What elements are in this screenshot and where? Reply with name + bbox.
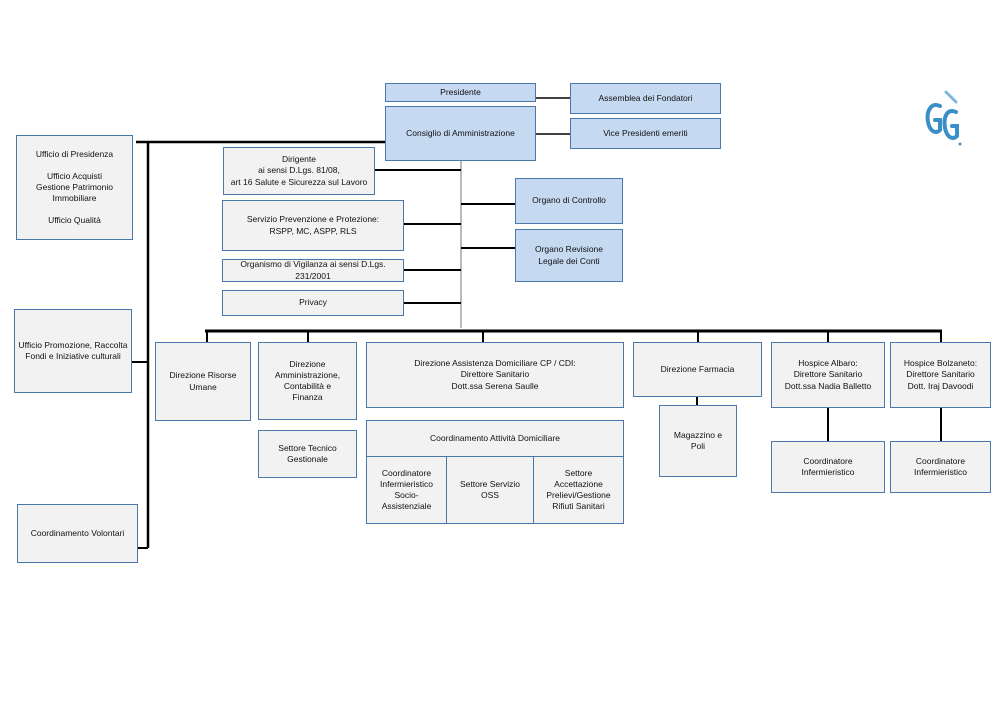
coordinatore-albaro-box: Coordinatore Infermieristico xyxy=(771,441,885,493)
coordinatore-bolzaneto-box: Coordinatore Infermieristico xyxy=(890,441,991,493)
coordinamento-attivita-domiciliare-box: Coordinamento Attività Domiciliare xyxy=(366,420,624,457)
vice-presidenti-box: Vice Presidenti emeriti xyxy=(570,118,721,149)
hospice-bolzaneto-box: Hospice Bolzaneto: Direttore Sanitario D… xyxy=(890,342,991,408)
settore-accettazione-box: Settore Accettazione Prelievi/Gestione R… xyxy=(533,457,624,524)
gg-logo-icon xyxy=(925,90,962,146)
settore-oss-box: Settore Servizio OSS xyxy=(446,457,534,524)
ufficio-presidenza-box: Ufficio di Presidenza Ufficio Acquisti G… xyxy=(16,135,133,240)
organismo-vigilanza-box: Organismo di Vigilanza ai sensi D.Lgs. 2… xyxy=(222,259,404,282)
direzione-farmacia-box: Direzione Farmacia xyxy=(633,342,762,397)
direzione-risorse-umane-box: Direzione Risorse Umane xyxy=(155,342,251,421)
direzione-amministrazione-box: Direzione Amministrazione, Contabilità e… xyxy=(258,342,357,420)
coordinatore-socio-assistenziale-box: Coordinatore Infermieristico Socio-Assis… xyxy=(366,457,447,524)
hospice-albaro-box: Hospice Albaro: Direttore Sanitario Dott… xyxy=(771,342,885,408)
dirigente-box: Dirigente ai sensi D.Lgs. 81/08, art 16 … xyxy=(223,147,375,195)
coordinamento-volontari-box: Coordinamento Volontari xyxy=(17,504,138,563)
ufficio-promozione-box: Ufficio Promozione, Raccolta Fondi e Ini… xyxy=(14,309,132,393)
organo-revisione-box: Organo Revisione Legale dei Conti xyxy=(515,229,623,282)
magazzino-poli-box: Magazzino e Poli xyxy=(659,405,737,477)
assemblea-fondatori-box: Assemblea dei Fondatori xyxy=(570,83,721,114)
settore-tecnico-box: Settore Tecnico Gestionale xyxy=(258,430,357,478)
direzione-assistenza-domiciliare-box: Direzione Assistenza Domiciliare CP / CD… xyxy=(366,342,624,408)
presidente-box: Presidente xyxy=(385,83,536,102)
consiglio-amministrazione-box: Consiglio di Amministrazione xyxy=(385,106,536,161)
servizio-prevenzione-box: Servizio Prevenzione e Protezione: RSPP,… xyxy=(222,200,404,251)
organo-controllo-box: Organo di Controllo xyxy=(515,178,623,224)
privacy-box: Privacy xyxy=(222,290,404,316)
